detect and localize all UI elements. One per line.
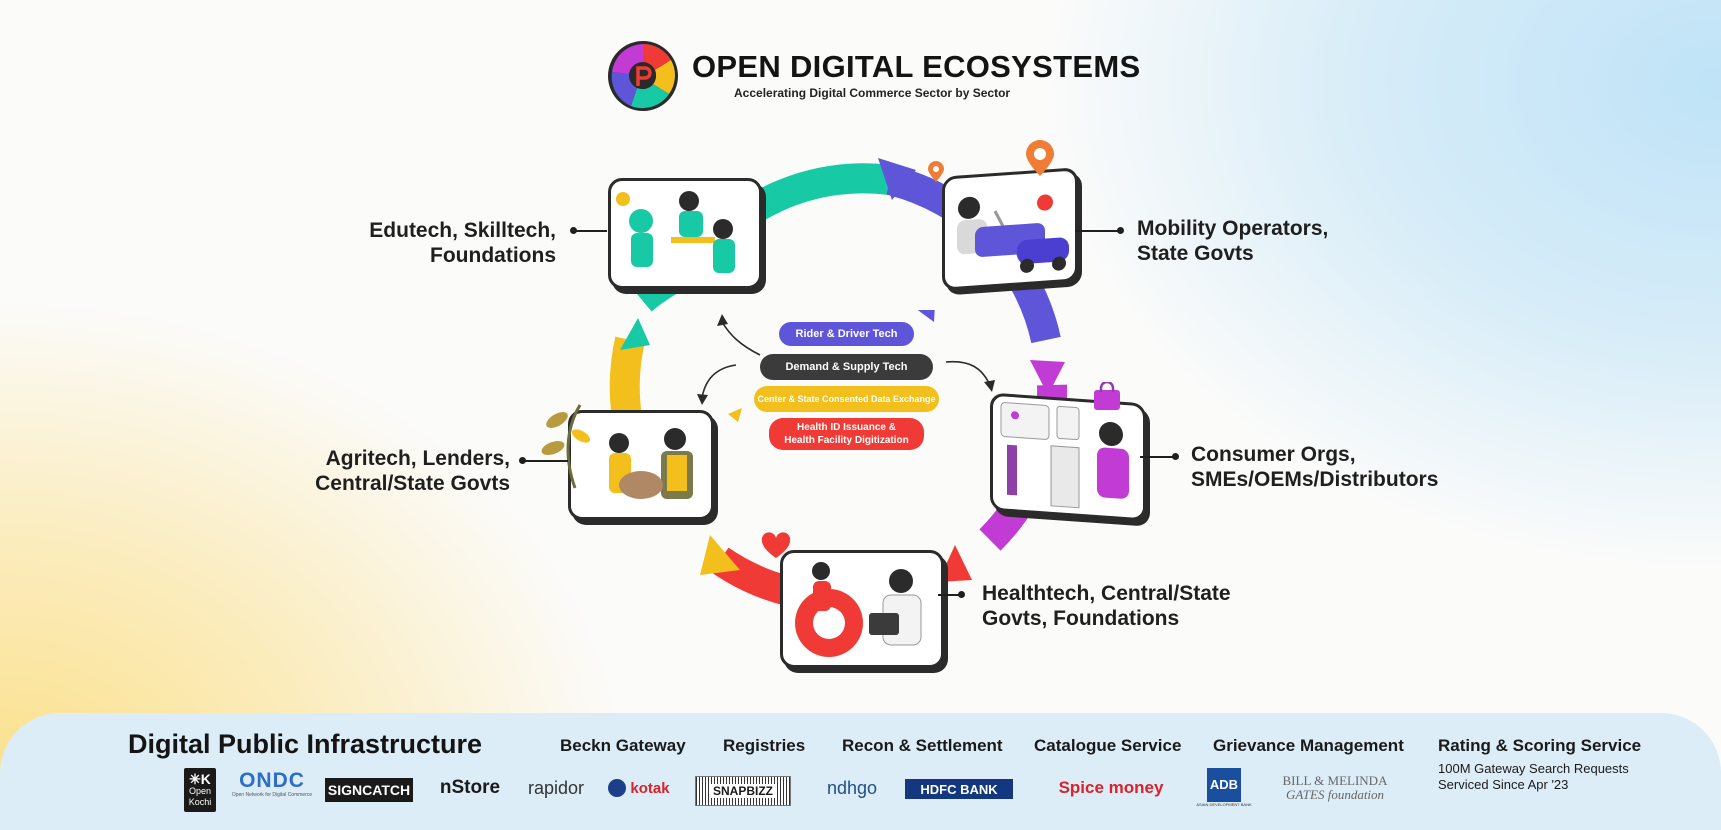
partner-logo-open-kochi: ✳K Open Kochi <box>184 768 216 812</box>
mobility-dot <box>1117 227 1124 234</box>
partner-logo-signcatch: SIGNCATCH <box>325 778 413 802</box>
edutech-illustration <box>608 178 762 289</box>
service-beckn-gateway: Beckn Gateway <box>560 736 686 755</box>
agritech-dot <box>519 457 526 464</box>
tech-pill-consent: Center & State Consented Data Exchange <box>754 386 939 412</box>
tech-pill-rider: Rider & Driver Tech <box>779 322 914 346</box>
mobility-connector <box>1075 230 1121 232</box>
small-location-pin-icon <box>928 161 944 182</box>
dpi-title: Digital Public Infrastructure <box>128 729 483 759</box>
partner-logo-snapbizz: SNAPBIZZ <box>695 776 791 806</box>
gateway-stat: 100M Gateway Search Requests Serviced Si… <box>1438 761 1629 792</box>
partner-logo-hdfc: HDFC BANK <box>905 779 1013 799</box>
sector-label-edutech: Edutech, Skilltech, Foundations <box>369 219 556 267</box>
page-subtitle: Accelerating Digital Commerce Sector by … <box>734 86 1011 100</box>
partner-logo-adb: ADB ASIAN DEVELOPMENT BANK <box>1194 766 1254 808</box>
partner-logo-ondc: ONDC Open Network for Digital Commerce <box>231 769 313 798</box>
agritech-arrow-icon <box>700 535 740 575</box>
center-flow-arrows <box>697 310 995 446</box>
consumer-dot <box>1172 453 1179 460</box>
page-title: OPEN DIGITAL ECOSYSTEMS <box>692 49 1141 84</box>
mobility-arrow-icon <box>878 158 916 200</box>
sector-label-agritech: Agritech, Lenders, Central/State Govts <box>315 447 510 495</box>
service-registries: Registries <box>723 736 806 755</box>
mobility-illustration <box>942 167 1078 291</box>
partner-logo-nstore: nStore <box>439 777 501 798</box>
edutech-arrow-icon <box>620 318 650 350</box>
sector-label-consumer: Consumer Orgs, SMEs/OEMs/Distributors <box>1191 443 1439 491</box>
ode-logo-icon <box>607 40 679 112</box>
service-grievance: Grievance Management <box>1213 736 1404 755</box>
sector-label-mobility: Mobility Operators, State Govts <box>1137 217 1329 265</box>
dpi-band <box>0 713 1721 830</box>
location-pin-icon <box>1026 140 1054 176</box>
service-recon-settlement: Recon & Settlement <box>842 736 1003 755</box>
healthtech-arrow-icon <box>938 545 972 582</box>
partner-logo-rapidor: rapidor <box>527 777 585 798</box>
plant-leaves-icon <box>541 404 591 489</box>
healthtech-dot <box>958 591 965 598</box>
edutech-connector <box>573 230 607 232</box>
edutech-dot <box>570 227 577 234</box>
agritech-illustration <box>568 410 714 520</box>
consumer-connector <box>1140 456 1176 458</box>
tech-pill-demand: Demand & Supply Tech <box>760 354 933 380</box>
consumer-illustration <box>990 392 1146 522</box>
healthtech-illustration <box>780 550 944 668</box>
consumer-arrow-icon <box>1030 360 1065 395</box>
service-catalogue: Catalogue Service <box>1034 736 1182 755</box>
tech-pill-health: Health ID Issuance & Health Facility Dig… <box>769 418 924 450</box>
shopping-bag-icon <box>1094 382 1120 410</box>
sector-label-healthtech: Healthtech, Central/State Govts, Foundat… <box>982 582 1231 630</box>
healthtech-connector <box>938 594 964 596</box>
partner-logo-gates-foundation: BILL & MELINDA GATES foundation <box>1282 773 1388 802</box>
partner-logo-ndhgo: ndhgo <box>826 777 878 798</box>
heart-icon <box>761 532 791 558</box>
service-rating-scoring: Rating & Scoring Service <box>1438 736 1642 755</box>
agritech-connector <box>522 460 568 462</box>
partner-logo-kotak: kotak <box>606 770 672 806</box>
partner-logo-spice-money: Spice money <box>1058 778 1164 797</box>
